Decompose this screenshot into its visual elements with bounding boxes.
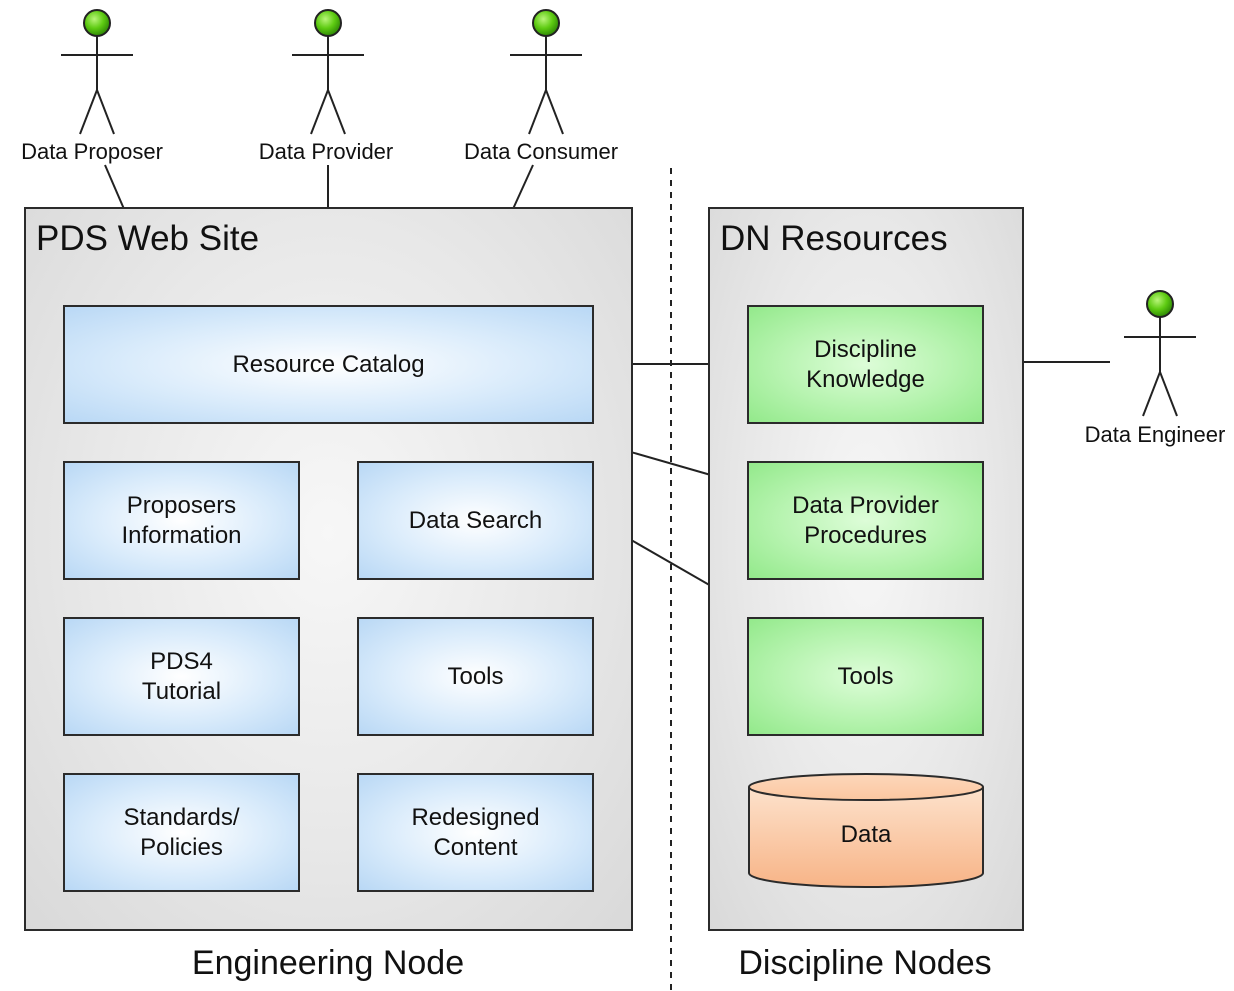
- actor-engineer: [1124, 290, 1196, 417]
- actor-label-provider: Data Provider: [258, 139, 394, 164]
- connector-consumer-site: [512, 164, 534, 210]
- discipline-knowledge-box: Discipline Knowledge: [747, 305, 984, 424]
- tools-box: Tools: [357, 617, 594, 736]
- data-search-box: Data Search: [357, 461, 594, 580]
- redesigned-content-box: Redesigned Content: [357, 773, 594, 892]
- data-provider-procedures-box: Data Provider Procedures: [747, 461, 984, 580]
- standards-policies-box: Standards/ Policies: [63, 773, 300, 892]
- actor-proposer: [61, 9, 133, 135]
- actor-label-engineer: Data Engineer: [1084, 422, 1226, 447]
- data-database-icon: [748, 773, 984, 888]
- actor-label-proposer: Data Proposer: [21, 139, 163, 164]
- actor-label-consumer: Data Consumer: [463, 139, 619, 164]
- connector-proposer-site: [104, 164, 125, 210]
- pds4-tutorial-box: PDS4 Tutorial: [63, 617, 300, 736]
- engineering-node-label: Engineering Node: [191, 944, 465, 982]
- actor-provider: [292, 9, 364, 135]
- discipline-nodes-label: Discipline Nodes: [738, 944, 992, 982]
- actor-consumer: [510, 9, 582, 135]
- dn-resources-title: DN Resources: [720, 219, 948, 258]
- data-database-label: Data: [840, 821, 892, 848]
- proposers-information-box: Proposers Information: [63, 461, 300, 580]
- resource-catalog-box: Resource Catalog: [63, 305, 594, 424]
- dn-tools-box: Tools: [747, 617, 984, 736]
- pds-web-site-title: PDS Web Site: [36, 219, 260, 258]
